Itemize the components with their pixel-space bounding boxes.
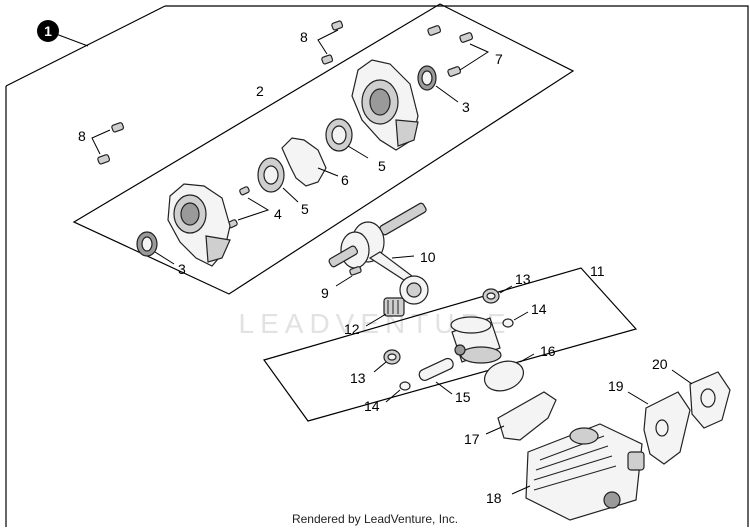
crankshaft-10 — [328, 202, 429, 305]
leader-19 — [627, 391, 649, 405]
callout-4: 4 — [274, 206, 282, 222]
piston-kit-frame — [263, 267, 638, 422]
leader-14-lower — [385, 389, 401, 403]
callout-8-left: 8 — [78, 128, 86, 144]
leader-15 — [435, 381, 453, 395]
callout-3-top: 3 — [462, 99, 470, 115]
leader-8-top — [317, 29, 339, 55]
callout-8-top: 8 — [300, 29, 308, 45]
callout-19: 19 — [608, 378, 624, 394]
screw-8-left-b — [97, 154, 111, 165]
leader-6 — [317, 167, 339, 177]
seal-3-lower — [136, 231, 158, 257]
piston-ring-16 — [484, 360, 524, 392]
callout-3-lower: 3 — [178, 261, 186, 277]
leader-9 — [335, 275, 353, 287]
screw-8-top-a — [331, 20, 344, 31]
leader-16 — [519, 353, 535, 363]
leader-18 — [511, 485, 531, 495]
leader-3-top — [435, 85, 459, 103]
bearing-5-upper — [325, 118, 353, 152]
seal-3-top — [417, 65, 437, 91]
gasket-6 — [281, 137, 327, 187]
leader-12 — [365, 313, 387, 327]
assembly-badge-number: 1 — [44, 23, 52, 39]
badge-leader — [55, 33, 89, 47]
screw-7-a — [427, 25, 442, 36]
cylinder-18 — [525, 423, 645, 521]
dowel-pin-4-a — [239, 186, 250, 196]
circlip-14-lower — [399, 381, 411, 391]
pin-9 — [349, 266, 362, 276]
callout-5-upper: 5 — [378, 158, 386, 174]
callout-13-lower: 13 — [350, 370, 366, 386]
callout-10: 10 — [420, 249, 436, 265]
crankcase-kit-frame — [72, 3, 575, 295]
leader-20 — [671, 369, 693, 385]
leader-17 — [485, 425, 505, 435]
assembly-frame-diagonal — [5, 5, 166, 87]
callout-12: 12 — [344, 321, 360, 337]
callout-18: 18 — [486, 490, 502, 506]
callout-14-upper: 14 — [531, 301, 547, 317]
leader-5-lower — [282, 187, 299, 203]
washer-13-upper — [482, 288, 500, 304]
screw-7-b — [459, 32, 474, 43]
leader-7 — [459, 43, 490, 71]
leader-13-upper — [499, 285, 513, 294]
callout-9: 9 — [321, 285, 329, 301]
callout-13-upper: 13 — [515, 271, 531, 287]
callout-7: 7 — [495, 51, 503, 67]
callout-15: 15 — [455, 389, 471, 405]
screw-7-c — [447, 66, 462, 77]
piston-pin-15 — [418, 357, 454, 382]
footer-credit: Rendered by LeadVenture, Inc. — [291, 512, 459, 526]
leader-13-lower — [373, 361, 387, 373]
callout-11: 11 — [590, 263, 605, 279]
leader-10 — [391, 255, 415, 259]
washer-13-lower — [383, 349, 401, 365]
callout-16: 16 — [540, 343, 556, 359]
crankcase-half-left — [167, 183, 231, 267]
screw-8-left-a — [111, 122, 125, 133]
leader-8-left — [91, 129, 111, 155]
leader-5-upper — [347, 145, 369, 159]
leader-4 — [237, 197, 270, 221]
assembly-badge: 1 — [37, 20, 59, 42]
callout-5-lower: 5 — [301, 201, 309, 217]
callout-17: 17 — [464, 431, 480, 447]
leader-3-lower — [154, 251, 175, 265]
needle-bearing-12 — [383, 297, 405, 317]
callout-20: 20 — [652, 356, 668, 372]
callout-2: 2 — [256, 83, 264, 99]
callout-14-lower: 14 — [364, 398, 380, 414]
gasket-17 — [497, 391, 557, 441]
piston — [450, 316, 502, 364]
circlip-14-upper — [502, 318, 514, 328]
callout-6: 6 — [341, 172, 349, 188]
crankcase-half-right — [351, 59, 419, 151]
bearing-5-lower — [257, 157, 285, 193]
leader-14-upper — [513, 311, 529, 321]
assembly-frame — [165, 5, 749, 527]
screw-8-top-b — [321, 54, 334, 65]
